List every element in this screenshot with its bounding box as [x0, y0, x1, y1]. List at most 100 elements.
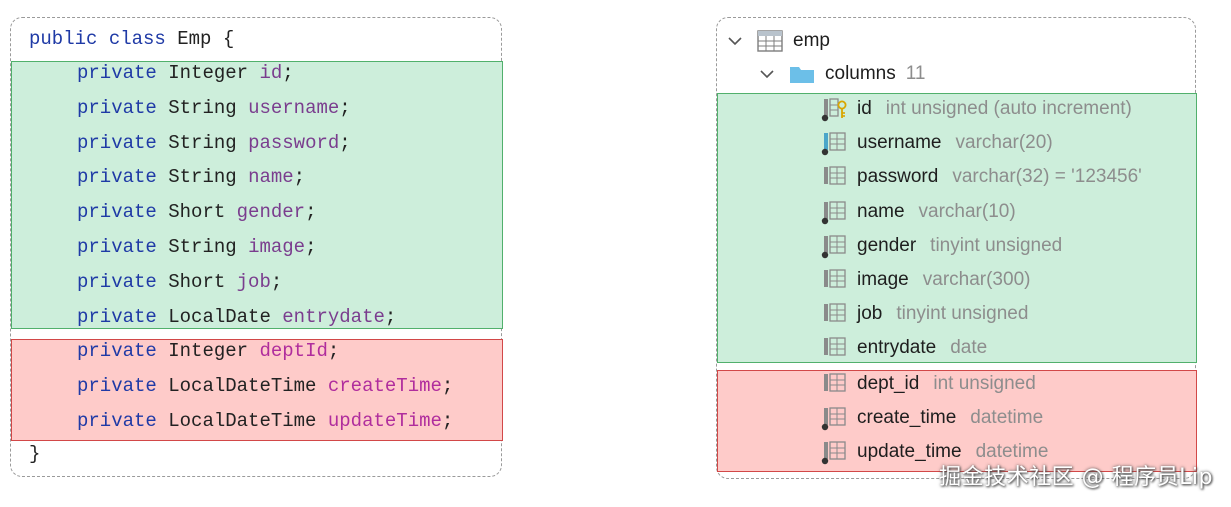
- column-type: varchar(300): [922, 269, 1031, 290]
- modifier-keyword: private: [77, 62, 157, 84]
- tree-node-column[interactable]: name varchar(10): [821, 197, 1016, 227]
- not-null-column-icon: [821, 407, 846, 431]
- field-type: Integer: [168, 62, 249, 84]
- primary-key-column-icon: [821, 98, 847, 122]
- not-null-column-icon: [821, 200, 846, 224]
- semicolon: ;: [339, 131, 351, 154]
- not-null-column-icon: [821, 235, 846, 258]
- field-type: LocalDateTime: [168, 409, 317, 432]
- tree-node-emp-table[interactable]: emp: [727, 26, 830, 56]
- not-null-unique-column-icon: [821, 132, 846, 156]
- field-type: Integer: [168, 340, 249, 362]
- field-type: Short: [168, 270, 226, 293]
- field-name: username: [248, 96, 340, 119]
- field-name: job: [236, 270, 271, 293]
- field-name: name: [248, 166, 294, 189]
- column-name: name: [857, 200, 905, 222]
- unmapped-columns-highlight: [717, 370, 1197, 472]
- column-type: datetime: [970, 407, 1044, 429]
- semicolon: ;: [293, 166, 306, 189]
- column-name: create_time: [857, 407, 957, 429]
- chevron-down-icon[interactable]: [759, 66, 775, 82]
- modifier-keyword: private: [77, 270, 157, 293]
- modifier-keyword: private: [77, 374, 157, 397]
- field-type: String: [168, 166, 237, 189]
- mapped-columns-highlight: [717, 93, 1197, 363]
- modifier-keyword: private: [77, 340, 157, 362]
- field-declaration: private LocalDateTime createTime;: [77, 375, 453, 397]
- column-type: date: [950, 337, 988, 359]
- field-declaration: private Short gender;: [77, 201, 316, 223]
- keyword-public: public: [29, 28, 98, 50]
- tree-node-column[interactable]: job tinyint unsigned: [821, 299, 1028, 329]
- column-name: job: [857, 303, 883, 325]
- semicolon: ;: [339, 96, 351, 119]
- field-name: gender: [236, 201, 306, 224]
- open-brace: {: [222, 28, 235, 50]
- column-type: tinyint unsigned: [930, 234, 1063, 256]
- tree-node-column[interactable]: gender tinyint unsigned: [821, 231, 1062, 261]
- field-declaration: private Short job;: [77, 271, 282, 293]
- field-type: LocalDate: [168, 305, 271, 328]
- columns-count: 11: [905, 63, 926, 84]
- field-declaration: private Integer deptId;: [77, 340, 339, 362]
- column-name: image: [857, 269, 909, 290]
- column-name: entrydate: [857, 337, 937, 359]
- field-name: deptId: [259, 340, 328, 362]
- field-type: Short: [168, 201, 226, 224]
- field-declaration: private String name;: [77, 166, 305, 188]
- field-type: LocalDateTime: [168, 374, 317, 397]
- field-type: String: [168, 236, 237, 258]
- modifier-keyword: private: [77, 96, 157, 119]
- column-name: dept_id: [857, 373, 920, 394]
- semicolon: ;: [305, 236, 317, 258]
- unmapped-fields-highlight: [11, 339, 503, 441]
- semicolon: ;: [441, 409, 454, 432]
- class-declaration: public class Emp {: [29, 28, 234, 50]
- mapped-fields-highlight: [11, 61, 503, 329]
- tree-node-column[interactable]: dept_id int unsigned: [821, 369, 1036, 399]
- column-name: username: [857, 132, 942, 154]
- chevron-down-icon[interactable]: [727, 33, 743, 49]
- semicolon: ;: [282, 62, 294, 84]
- field-declaration: private String password;: [77, 132, 351, 154]
- column-icon: [824, 337, 846, 357]
- field-type: String: [168, 96, 237, 119]
- semicolon: ;: [305, 201, 317, 224]
- columns-folder-label: columns: [825, 63, 896, 84]
- column-type: int unsigned (auto increment): [885, 98, 1132, 119]
- column-type: int unsigned: [933, 373, 1036, 394]
- column-name: password: [857, 166, 939, 188]
- field-declaration: private Integer id;: [77, 62, 294, 84]
- column-icon: [824, 373, 846, 392]
- column-type: varchar(10): [918, 200, 1016, 222]
- tree-node-columns-folder[interactable]: columns 11: [759, 59, 925, 89]
- modifier-keyword: private: [77, 201, 157, 224]
- table-label: emp: [793, 30, 830, 51]
- column-icon: [824, 269, 846, 288]
- column-name: gender: [857, 234, 917, 256]
- folder-icon: [790, 67, 814, 83]
- column-type: datetime: [975, 441, 1049, 463]
- tree-node-column[interactable]: entrydate date: [821, 333, 987, 363]
- tree-node-column[interactable]: create_time datetime: [821, 403, 1043, 433]
- semicolon: ;: [270, 270, 283, 293]
- modifier-keyword: private: [77, 131, 157, 154]
- field-declaration: private LocalDateTime updateTime;: [77, 410, 453, 432]
- column-type: tinyint unsigned: [896, 303, 1029, 325]
- modifier-keyword: private: [77, 236, 157, 258]
- closing-brace: }: [29, 443, 41, 465]
- column-icon: [824, 303, 846, 322]
- semicolon: ;: [327, 340, 340, 362]
- field-name: id: [259, 62, 283, 84]
- modifier-keyword: private: [77, 166, 157, 189]
- tree-node-column[interactable]: image varchar(300): [821, 265, 1030, 295]
- column-icon: [824, 166, 846, 186]
- field-name: entrydate: [282, 305, 385, 328]
- watermark: 掘金技术社区 @ 程序员Lip: [939, 465, 1213, 490]
